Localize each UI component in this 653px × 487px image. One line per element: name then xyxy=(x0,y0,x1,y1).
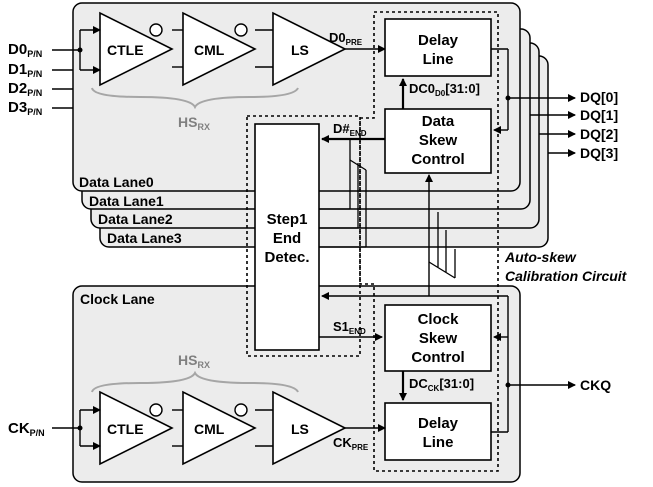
hsrx-brace-data xyxy=(91,87,299,110)
lane-label-1: Data Lane1 xyxy=(89,193,164,209)
autoskew-label1: Auto-skew xyxy=(504,249,577,265)
data-skew-text1: Data xyxy=(422,113,455,130)
hsrx-label-clock: HSRX xyxy=(178,352,210,370)
dq0-label: DQ[0] xyxy=(580,89,618,105)
lane-label-2: Data Lane2 xyxy=(98,211,173,227)
ctle-label-clock: CTLE xyxy=(107,421,144,437)
ls-amp-clock[interactable] xyxy=(272,390,347,466)
delay-line-clock[interactable] xyxy=(384,402,492,461)
clock-skew-text1: Clock xyxy=(418,311,460,328)
wire xyxy=(428,261,456,279)
delay-line-data-text2: Line xyxy=(423,51,454,68)
clock-skew-text3: Control xyxy=(411,349,464,366)
ls-bubble-clock xyxy=(234,403,248,417)
dcck-label: DCCK[31:0] xyxy=(409,376,474,393)
data-skew-text2: Skew xyxy=(419,132,458,149)
cml-amp-data[interactable] xyxy=(182,11,257,87)
lane-label-3: Data Lane3 xyxy=(107,230,182,246)
ls-bubble-data xyxy=(234,23,248,37)
cml-amp-clock[interactable] xyxy=(182,390,257,466)
autoskew-label2: Calibration Circuit xyxy=(505,268,628,284)
input-label-d3: D3P/N xyxy=(8,99,42,117)
hsrx-brace-clock xyxy=(91,370,299,393)
s1end-label: S1END xyxy=(333,319,366,336)
ckpre-label: CKPRE xyxy=(333,435,369,452)
data-skew-control[interactable] xyxy=(384,108,492,174)
cml-label-data: CML xyxy=(194,42,225,58)
ls-amp-data[interactable] xyxy=(272,11,347,87)
delay-line-data[interactable] xyxy=(384,18,492,77)
clock-skew-text2: Skew xyxy=(419,330,458,347)
cml-label-clock: CML xyxy=(194,421,225,437)
input-label-d2: D2P/N xyxy=(8,80,42,98)
cml-bubble-data xyxy=(149,23,163,37)
input-label-d1: D1P/N xyxy=(8,61,42,79)
dc0-label: DC0D0[31:0] xyxy=(409,81,480,98)
dend-label: D#END xyxy=(333,121,367,138)
input-label-d0: D0P/N xyxy=(8,41,42,59)
delay-line-data-text1: Delay xyxy=(418,32,459,49)
delay-line-clock-text1: Delay xyxy=(418,415,459,432)
junction xyxy=(505,95,511,101)
d0pre-label: D0PRE xyxy=(329,30,363,47)
junction xyxy=(505,382,511,388)
data-skew-text3: Control xyxy=(411,151,464,168)
input-label-ck: CKP/N xyxy=(8,420,45,438)
cml-bubble-clock xyxy=(149,403,163,417)
hsrx-label-data: HSRX xyxy=(178,114,210,132)
dq3-label: DQ[3] xyxy=(580,145,618,161)
delay-line-clock-text2: Line xyxy=(423,434,454,451)
step1-text1: Step1 xyxy=(267,211,308,228)
dq2-label: DQ[2] xyxy=(580,126,618,142)
ctle-amp-data[interactable] xyxy=(99,11,174,87)
ckq-label: CKQ xyxy=(580,377,611,393)
ls-label-clock: LS xyxy=(291,421,309,437)
step1-text3: Detec. xyxy=(264,249,309,266)
ls-label-data: LS xyxy=(291,42,309,58)
dq1-label: DQ[1] xyxy=(580,107,618,123)
ctle-amp-clock[interactable] xyxy=(99,390,174,466)
step1-text2: End xyxy=(273,230,301,247)
step1-dashed-region xyxy=(246,115,361,357)
lane-label-0: Data Lane0 xyxy=(79,174,154,190)
clock-lane-label: Clock Lane xyxy=(80,291,155,307)
step1-end-detect[interactable] xyxy=(254,123,320,351)
wire xyxy=(349,159,367,171)
clock-skew-control[interactable] xyxy=(384,304,492,372)
ctle-label-data: CTLE xyxy=(107,42,144,58)
